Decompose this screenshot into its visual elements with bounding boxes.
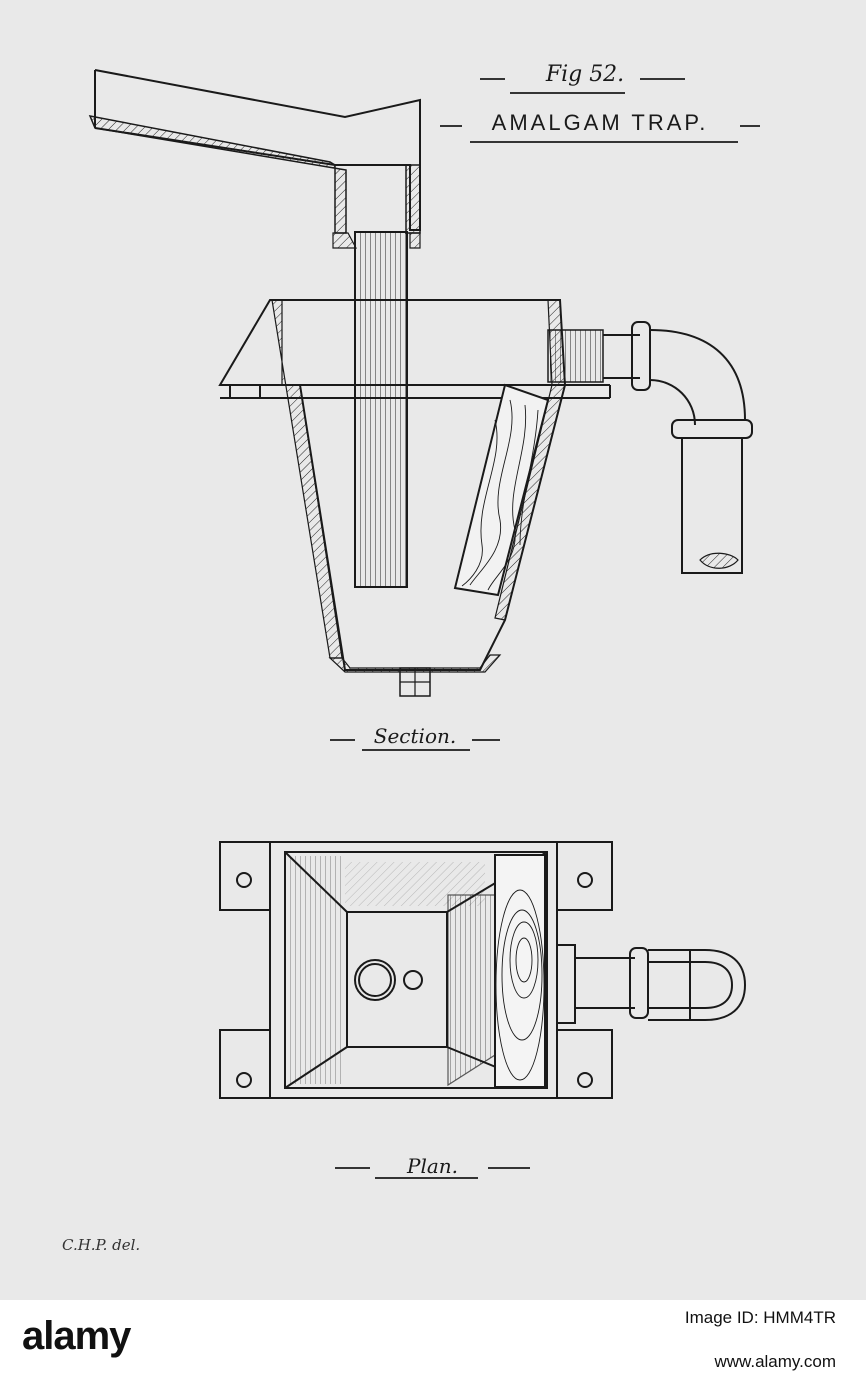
outlet-fitting: [547, 321, 753, 574]
plan-wood-block: [447, 854, 546, 1088]
image-id: Image ID: HMM4TR: [684, 1308, 836, 1327]
site-url: www.alamy.com: [714, 1352, 836, 1371]
plan-view: [219, 841, 747, 1099]
wooden-block: [453, 383, 550, 597]
inlet-chute: [88, 69, 421, 249]
figure-number: Fig 52.: [545, 62, 625, 87]
section-caption: Section.: [373, 724, 457, 748]
brand-logo: alamy: [22, 1314, 131, 1358]
title-decorations: [330, 78, 760, 1179]
plan-drain-holes: [354, 959, 423, 1001]
section-view: [88, 69, 753, 697]
watermark-footer: alamy Image ID: HMM4TR www.alamy.com: [0, 1300, 866, 1390]
drawing-sheet: Fig 52. AMALGAM TRAP. Section. Plan. C.H…: [0, 0, 866, 1300]
plan-caption: Plan.: [406, 1154, 458, 1178]
draughtsman-credit: C.H.P. del.: [62, 1236, 141, 1254]
down-pipe: [354, 231, 408, 588]
plan-outlet: [556, 944, 747, 1024]
figure-title: AMALGAM TRAP.: [491, 110, 709, 135]
technical-drawing: [88, 69, 760, 1179]
